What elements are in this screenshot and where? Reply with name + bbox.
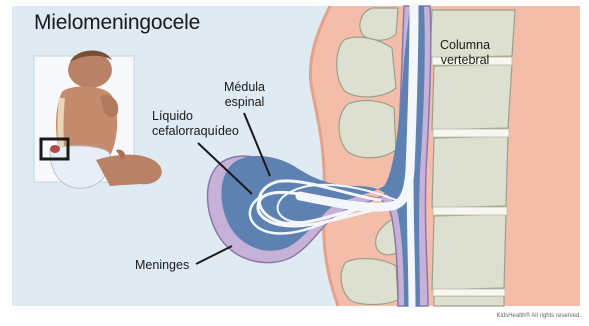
label-medula-line1: Médula xyxy=(224,80,265,95)
label-meninges: Meninges xyxy=(135,258,189,273)
label-liquido-line1: Líquido xyxy=(152,109,239,124)
label-liquido-line2: cefalorraquídeo xyxy=(152,124,239,139)
label-liquido-cefalorraquideo: Líquido cefalorraquídeo xyxy=(152,109,239,139)
label-columna-line1: Columna xyxy=(440,38,490,53)
label-columna-vertebral: Columna vertebral xyxy=(440,38,490,68)
copyright-credit: KidsHealth® All rights reserved. xyxy=(497,313,581,319)
label-medula-espinal: Médula espinal xyxy=(224,80,265,110)
diagram-title: Mielomeningocele xyxy=(34,11,200,35)
label-medula-line2: espinal xyxy=(224,95,265,110)
label-columna-line2: vertebral xyxy=(440,53,490,68)
